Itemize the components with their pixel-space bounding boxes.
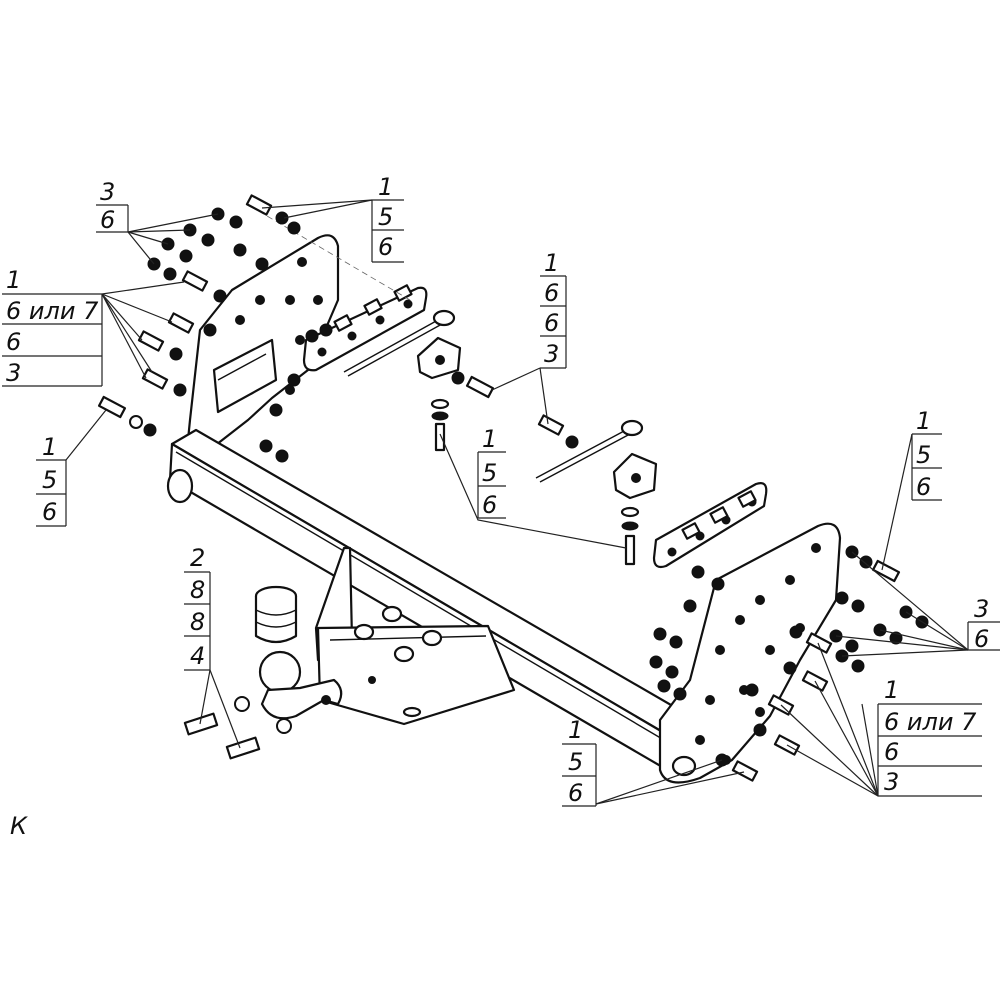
callout-c4: 1 5 6 bbox=[36, 433, 67, 527]
callout-c8-line-4: 4 bbox=[190, 642, 205, 670]
callout-c8: 2 8 8 4 bbox=[184, 544, 211, 671]
callout-c3: 1 6 или 7 6 3 bbox=[2, 266, 103, 387]
callout-c10-line-3: 6 bbox=[884, 738, 899, 766]
callout-c10: 1 6 или 7 6 3 bbox=[877, 676, 982, 797]
callout-c11-line-3: 6 bbox=[568, 779, 583, 807]
callout-c3-line-3: 6 bbox=[6, 328, 21, 356]
callout-c4-line-3: 6 bbox=[42, 498, 57, 526]
callout-c1: 3 6 bbox=[96, 178, 129, 234]
callout-c7-line-2: 5 bbox=[916, 441, 931, 469]
left-bolt-strip bbox=[302, 284, 428, 372]
callout-c9: 3 6 bbox=[967, 595, 1000, 653]
callout-c9-line-1: 3 bbox=[974, 595, 989, 623]
callout-c11-line-2: 5 bbox=[568, 748, 583, 776]
callout-c10-line-2: 6 или 7 bbox=[884, 708, 977, 736]
callout-c6-line-3: 6 bbox=[482, 491, 497, 519]
callout-c4-line-1: 1 bbox=[42, 433, 57, 461]
callout-c5-line-3: 6 bbox=[544, 309, 559, 337]
tow-ball bbox=[254, 585, 343, 720]
callout-c7-line-1: 1 bbox=[916, 407, 931, 435]
callout-c11-line-1: 1 bbox=[568, 716, 583, 744]
callout-c3-line-2: 6 или 7 bbox=[6, 297, 99, 325]
leader-lines bbox=[65, 199, 969, 805]
callout-c5-line-4: 3 bbox=[544, 340, 559, 368]
callout-c2-line-1: 1 bbox=[378, 173, 393, 201]
callout-c5-line-1: 1 bbox=[544, 249, 559, 277]
callout-c10-line-4: 3 bbox=[884, 768, 899, 796]
callout-c10-line-1: 1 bbox=[884, 676, 899, 704]
left-wire-clip bbox=[343, 309, 456, 377]
crossbar-beam bbox=[166, 428, 692, 770]
right-bolt-strip bbox=[652, 482, 768, 569]
right-mounting-plate bbox=[658, 522, 842, 784]
callout-c1-line-1: 3 bbox=[100, 178, 115, 206]
callout-c4-line-2: 5 bbox=[42, 466, 57, 494]
callout-c2-line-2: 5 bbox=[378, 203, 393, 231]
callout-c2: 1 5 6 bbox=[371, 173, 404, 263]
callout-c2-line-3: 6 bbox=[378, 233, 393, 261]
callout-c7: 1 5 6 bbox=[911, 407, 942, 501]
callout-c5-line-2: 6 bbox=[544, 279, 559, 307]
callout-c8-line-3: 8 bbox=[190, 608, 205, 636]
callout-c7-line-3: 6 bbox=[916, 473, 931, 501]
callout-c6-line-2: 5 bbox=[482, 459, 497, 487]
right-small-bracket bbox=[612, 452, 658, 500]
callout-c6-line-1: 1 bbox=[482, 425, 497, 453]
ball-mount-bracket bbox=[314, 546, 516, 726]
callout-c11: 1 5 6 bbox=[562, 716, 597, 807]
left-small-bracket bbox=[416, 336, 462, 380]
callout-c8-line-2: 8 bbox=[190, 576, 205, 604]
callout-c6: 1 5 6 bbox=[477, 425, 506, 519]
corner-mark: К bbox=[10, 812, 28, 840]
callout-c3-line-1: 1 bbox=[6, 266, 21, 294]
callout-c9-line-2: 6 bbox=[974, 625, 989, 653]
left-mounting-plate bbox=[186, 234, 340, 452]
right-wire-clip bbox=[535, 419, 644, 483]
callout-c3-line-4: 3 bbox=[6, 359, 21, 387]
callout-c8-line-1: 2 bbox=[190, 544, 205, 572]
callout-c1-line-2: 6 bbox=[100, 206, 115, 234]
callout-c5: 1 6 6 3 bbox=[540, 249, 567, 369]
